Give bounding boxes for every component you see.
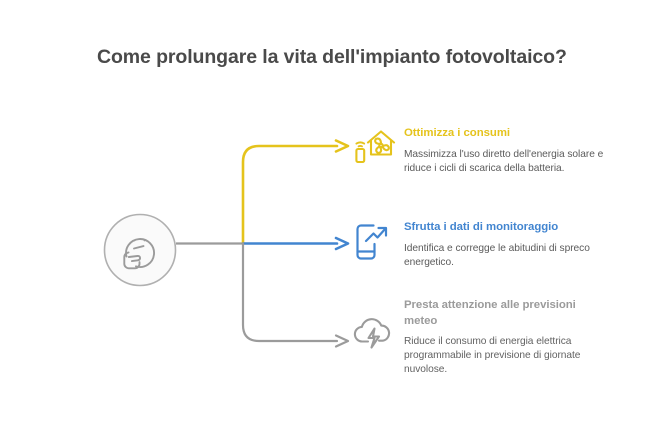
branch-item-monitoraggio: Sfrutta i dati di monitoraggio Identific…	[352, 220, 608, 270]
central-node	[103, 213, 177, 287]
branch-body-consumi: Massimizza l'uso diretto dell'energia so…	[404, 148, 604, 174]
page-title: Come prolungare la vita dell'impianto fo…	[97, 46, 567, 68]
phone-trending-up-icon	[356, 224, 388, 260]
thinking-face-icon	[123, 238, 155, 270]
branch-item-meteo: Presta attenzione alle previsioni meteo …	[352, 298, 608, 378]
branch-heading-consumi: Ottimizza i consumi	[404, 127, 511, 139]
branch-body-meteo: Riduce il consumo di energia elettrica p…	[404, 336, 581, 376]
branch-item-consumi: Ottimizza i consumi Massimizza l'uso dir…	[352, 126, 608, 176]
branch-heading-meteo: Presta attenzione alle previsioni meteo	[404, 299, 576, 327]
connector-meteo	[241, 242, 350, 348]
smart-home-icon	[355, 130, 396, 164]
cloud-lightning-icon	[353, 318, 391, 349]
branch-body-monitoraggio: Identifica e corregge le abitudini di sp…	[404, 242, 590, 268]
branch-heading-monitoraggio: Sfrutta i dati di monitoraggio	[404, 221, 559, 233]
connector-consumi	[241, 139, 350, 245]
connector-monitoraggio	[241, 236, 350, 251]
